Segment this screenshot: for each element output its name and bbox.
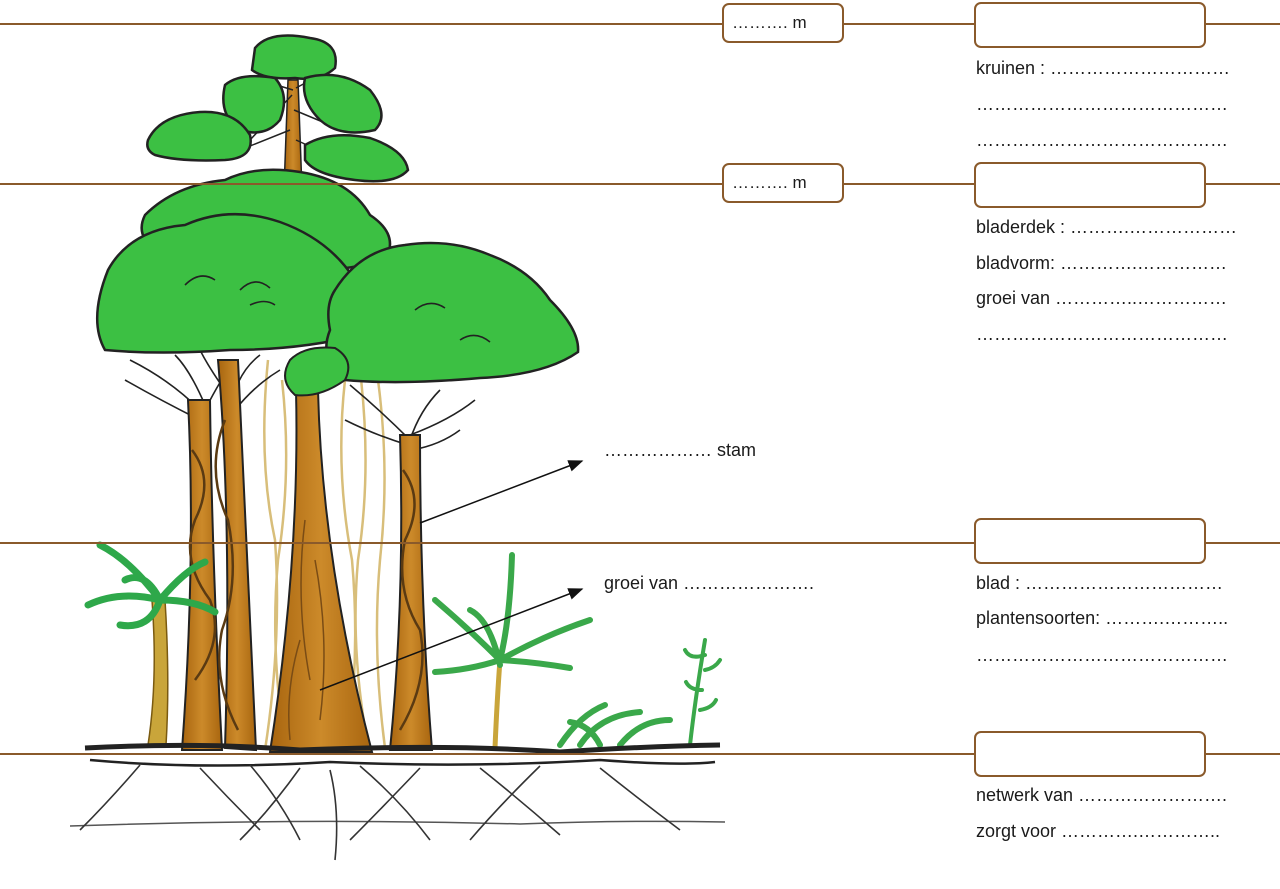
floor-layer-line	[0, 753, 1280, 755]
emergent-line-1: kruinen : …………………………	[976, 58, 1231, 78]
canopy-layer-name-field[interactable]	[974, 162, 1206, 208]
forest-floor-roots	[69, 742, 726, 861]
emergent-tree	[146, 34, 410, 191]
canopy-crowns	[96, 168, 580, 397]
lianas	[263, 359, 387, 751]
floor-line-2: zorgt voor ………….…………..	[976, 821, 1221, 841]
understory-line-3: ……………………………………	[976, 645, 1228, 665]
canopy-layer-line	[0, 183, 1280, 185]
floor-line-1: netwerk van …………………….	[976, 785, 1228, 805]
palm-tree	[84, 541, 219, 746]
top-height-field[interactable]: ………. m	[722, 3, 844, 43]
canopy-line-1: bladerdek : ……….………………	[976, 217, 1238, 237]
emergent-layer-line	[0, 23, 1280, 25]
ground-plants	[557, 638, 722, 748]
emergent-line-2: ……………………………………	[976, 94, 1228, 114]
canopy-line-3: groei van …………..……………	[976, 288, 1228, 308]
understory-line-1: blad : ……………………………	[976, 573, 1224, 593]
emergent-layer-name-field[interactable]	[974, 2, 1206, 48]
canopy-line-4: ……………………………………	[976, 324, 1228, 344]
tree-trunks	[180, 359, 434, 753]
understory-layer-name-field[interactable]	[974, 518, 1206, 564]
middle-height-field[interactable]: ………. m	[722, 163, 844, 203]
stam-annotation: ……………… stam	[604, 440, 757, 460]
arrow-to-stam	[419, 460, 584, 524]
understory-layer-line	[0, 542, 1280, 544]
floor-layer-name-field[interactable]	[974, 731, 1206, 777]
emergent-line-3: ……………………………………	[976, 130, 1228, 150]
groei-annotation: groei van ………………….	[604, 573, 815, 593]
fern-shrub	[432, 552, 593, 751]
arrow-to-groei	[319, 588, 584, 691]
canopy-line-2: bladvorm: ………….……………	[976, 253, 1228, 273]
understory-line-2: plantensoorten: ……….………..	[976, 608, 1229, 628]
